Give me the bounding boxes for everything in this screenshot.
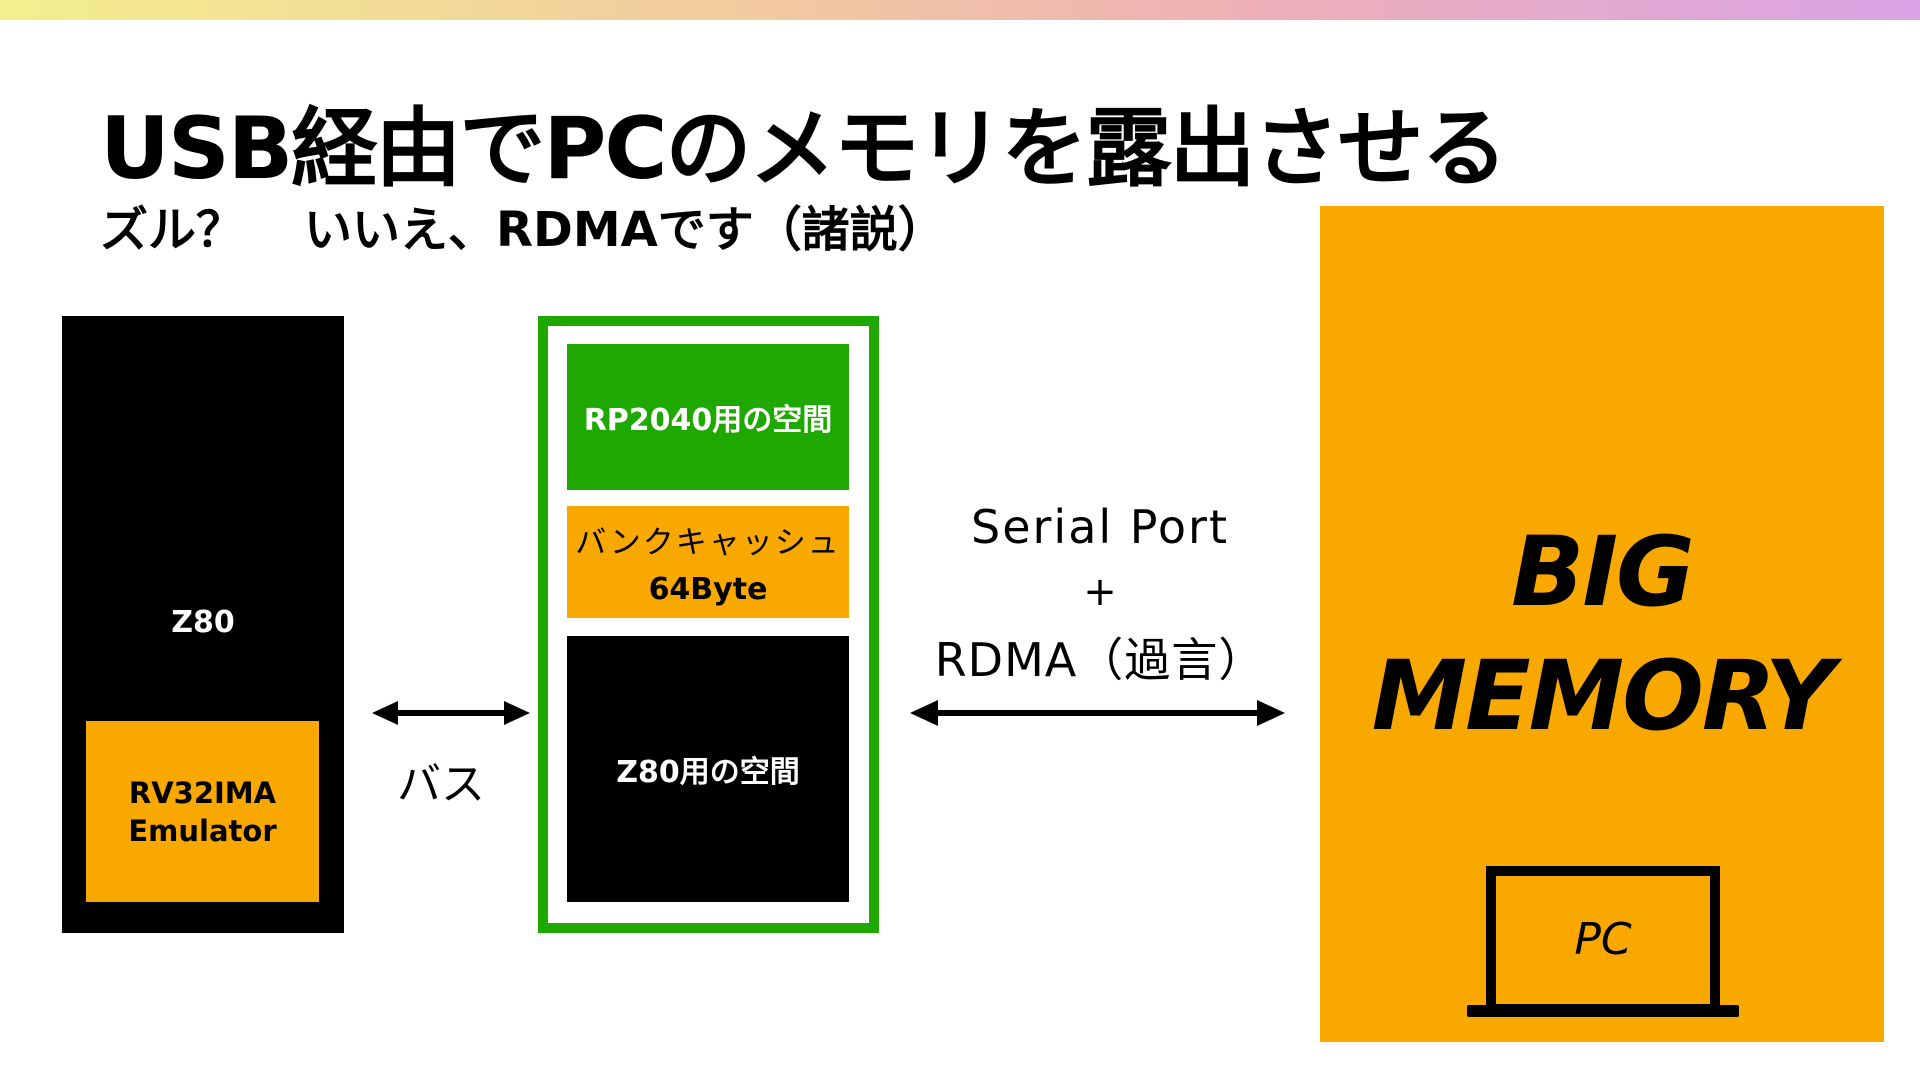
emulator-line2: Emulator [128, 813, 277, 848]
subtitle-question: ズル？ [100, 202, 245, 258]
big-memory-label: BIG MEMORY [1320, 510, 1884, 758]
slide-subtitle: ズル？ いいえ、RDMAです（諸説） [100, 190, 946, 260]
pc-label: PC [1574, 914, 1632, 965]
big-memory-line1: BIG [1511, 516, 1695, 628]
bus-arrow [372, 701, 530, 725]
z80-space-block: Z80用の空間 [567, 636, 849, 902]
link-arrow [910, 700, 1285, 726]
serial-port-label: Serial Port [971, 500, 1229, 554]
rp2040-space-block: RP2040用の空間 [567, 344, 849, 490]
top-gradient-bar [0, 0, 1920, 20]
emulator-line1: RV32IMA [128, 775, 277, 810]
emulator-block: RV32IMA Emulator [86, 721, 319, 902]
bank-cache-size: 64Byte [648, 572, 768, 607]
slide-title: USB経由でPCのメモリを露出させる [100, 99, 1507, 199]
big-memory-block [1320, 206, 1884, 1042]
laptop-base-icon [1467, 1005, 1739, 1017]
bank-cache-label: バンクキャッシュ [575, 525, 841, 561]
z80-label: Z80 [171, 605, 235, 640]
rp2040-space-label: RP2040用の空間 [583, 403, 833, 438]
big-memory-line2: MEMORY [1371, 640, 1835, 752]
bank-cache-block: バンクキャッシュ 64Byte [567, 506, 849, 618]
bus-label: バス [397, 759, 485, 810]
rdma-label: RDMA（過言） [934, 633, 1266, 687]
plus-label: + [1083, 569, 1117, 615]
subtitle-answer: いいえ、RDMAです（諸説） [304, 202, 946, 258]
z80-space-label: Z80用の空間 [616, 755, 800, 790]
